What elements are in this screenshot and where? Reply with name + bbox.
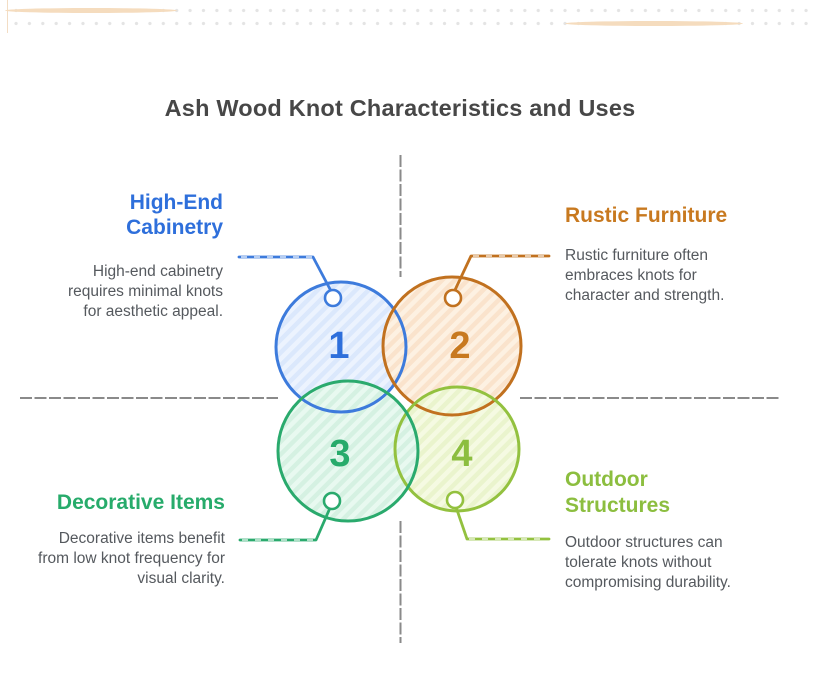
marker-3 [322,491,342,511]
circle-2-number: 2 [449,325,470,367]
circle-3-outline [276,379,420,523]
dot-pattern-row [14,21,815,26]
dot-pattern-row [14,8,815,13]
quadrant-3-heading: Decorative Items [56,491,225,514]
page-title: Ash Wood Knot Characteristics and Uses [164,95,636,121]
marker-1 [323,288,343,308]
circle-3-fill [278,381,418,521]
quadrant-1-description: High-end cabinetry requires minimal knot… [67,263,223,320]
quadrant-3-description: Decorative items benefit from low knot f… [38,530,225,587]
quadrant-2-heading: Rustic Furniture [565,204,728,227]
circle-4-number: 4 [451,433,472,475]
circle-2-fill [383,277,521,415]
quadrant-1-heading: High-End Cabinetry [126,191,223,239]
connector-1 [237,255,333,293]
circle-1-number: 1 [328,325,349,367]
circle-2-outline [381,275,523,417]
connector-2 [453,254,551,292]
dot-pattern-accent-line [7,0,8,33]
dot-pattern-accent-dot [5,8,177,13]
circle-3-number: 3 [329,433,350,475]
dot-pattern-accent-dot [565,21,743,26]
quadrant-4-description: Outdoor structures can tolerate knots wi… [565,534,731,591]
quadrant-2-description: Rustic furniture often embraces knots fo… [565,247,725,304]
circle-1-fill [276,282,406,412]
marker-2 [443,288,463,308]
marker-4 [445,490,465,510]
circle-1-outline [274,280,408,414]
quadrant-4-heading: Outdoor Structures [565,468,671,517]
connector-3 [238,506,332,542]
connector-4 [454,505,551,541]
circle-4-fill [395,387,519,511]
